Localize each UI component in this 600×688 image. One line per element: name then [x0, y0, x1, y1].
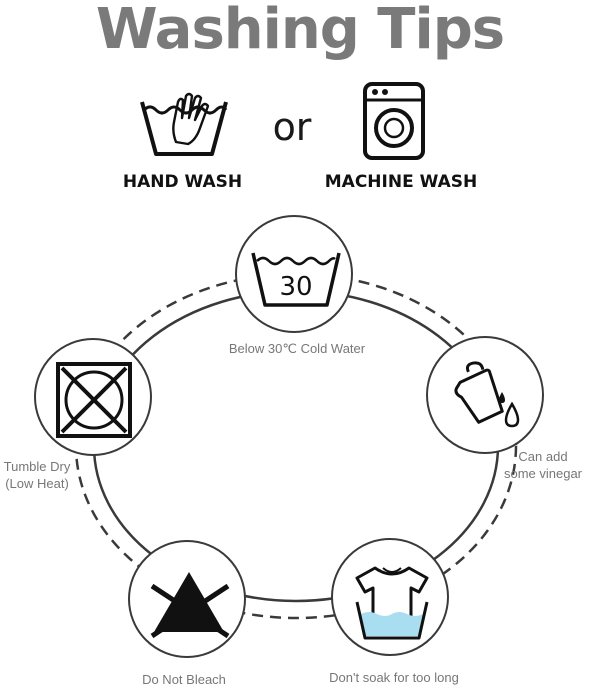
tumble-dry-icon: [56, 362, 132, 438]
tip-no-bleach: [128, 540, 246, 658]
tip-label-vinegar-line2: some vinegar: [503, 466, 583, 481]
tip-label-tumble-dry-line2: (Low Heat): [5, 476, 69, 491]
or-separator: or: [272, 105, 312, 149]
tip-label-tumble-dry: Tumble Dry (Low Heat): [0, 458, 74, 492]
tip-tumble-dry: [34, 338, 152, 456]
tip-no-soak: [331, 538, 449, 656]
page-title: Washing Tips: [95, 0, 505, 62]
tip-label-vinegar-line1: Can add: [518, 449, 568, 464]
no-soak-tshirt-icon: [355, 566, 429, 640]
tip-label-vinegar: Can add some vinegar: [488, 448, 598, 482]
tip-label-tumble-dry-line1: Tumble Dry: [3, 459, 71, 474]
vinegar-jug-icon: [454, 361, 520, 428]
tip-label-cold-water: Below 30℃ Cold Water: [228, 341, 366, 356]
washing-machine-icon: [363, 82, 425, 160]
tip-label-no-soak: Don't soak for too long: [329, 670, 459, 685]
hand-wash-icon: [138, 88, 230, 160]
tip-vinegar: [426, 336, 544, 454]
wash-temperature: 30: [279, 272, 312, 302]
wash-30-icon: 30: [251, 252, 341, 307]
tip-label-no-bleach: Do Not Bleach: [142, 672, 226, 687]
no-bleach-icon: [150, 572, 230, 639]
hand-wash-label: HAND WASH: [122, 172, 243, 192]
tip-wash-30: 30: [235, 215, 353, 333]
machine-wash-label: MACHINE WASH: [324, 172, 478, 192]
